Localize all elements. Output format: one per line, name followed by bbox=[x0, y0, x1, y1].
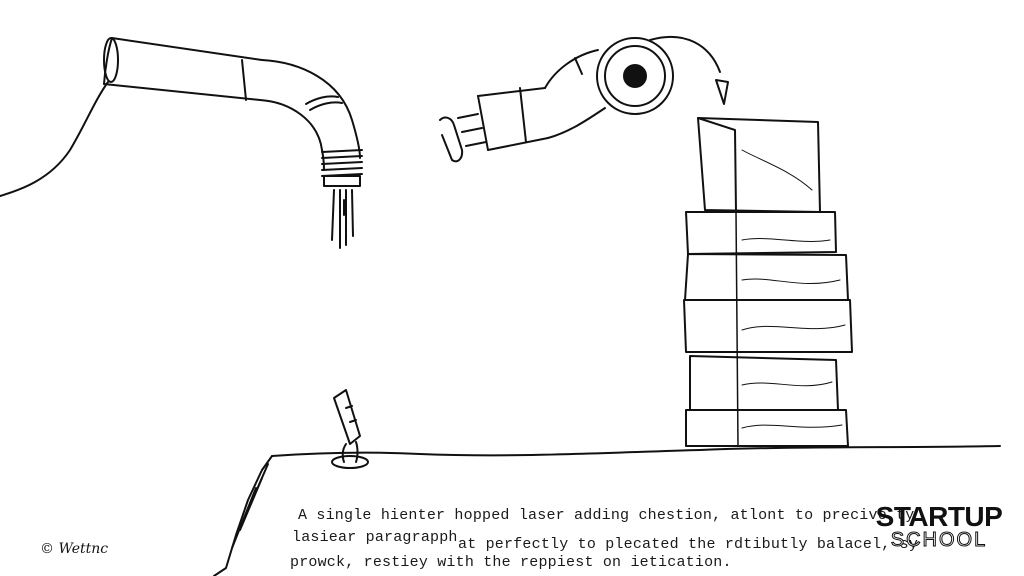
sign-post bbox=[331, 389, 369, 469]
caption-line-3: prowck, restiey with the reppiest on iet… bbox=[290, 554, 732, 571]
artist-signature: © Wettnc bbox=[40, 541, 109, 557]
faucet-pipe bbox=[0, 37, 363, 249]
robotic-arm bbox=[439, 35, 729, 163]
crate-stack bbox=[683, 117, 853, 447]
ground-cliff bbox=[213, 445, 1001, 576]
logo-bottom-text: SCHOOL bbox=[890, 529, 988, 551]
startup-school-logo: STARTUP SCHOOL bbox=[874, 501, 1004, 551]
caption-line-2a: lasiear paragrapph bbox=[292, 529, 458, 546]
caption-line-1: A single hienter hopped laser adding che… bbox=[298, 507, 915, 524]
caption-line-2b: at perfectly to plecated the rdtibutly b… bbox=[458, 536, 919, 553]
logo-top-text: STARTUP bbox=[875, 501, 1003, 532]
